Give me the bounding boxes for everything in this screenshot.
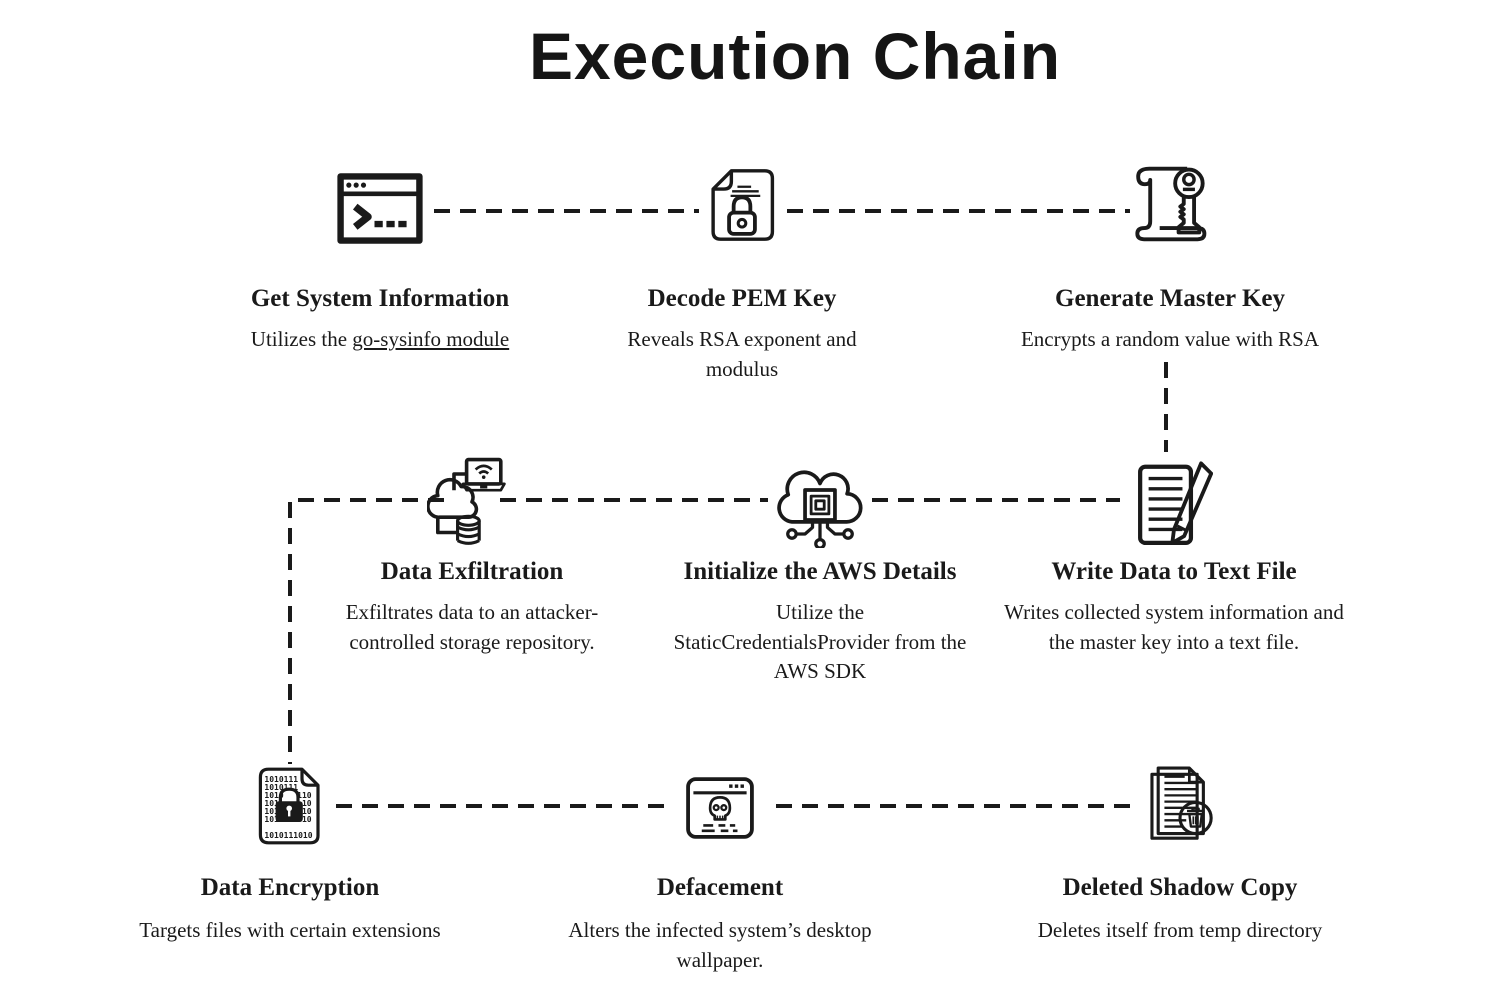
step-description: Utilize the StaticCredentialsProvider fr… bbox=[640, 598, 1000, 687]
step-title: Write Data to Text File bbox=[1051, 558, 1297, 585]
icon-box bbox=[984, 452, 1364, 548]
step-description: Deletes itself from temp directory bbox=[990, 916, 1370, 946]
desc-line: Reveals RSA exponent and bbox=[627, 327, 857, 351]
binary-document-lock-icon: 1010111 1010111 1010 110 101 10 101 10 1… bbox=[258, 767, 320, 845]
step-generate-master-key: Generate Master Key Encrypts a random va… bbox=[990, 161, 1350, 355]
terminal-icon bbox=[337, 173, 423, 244]
desc-line: wallpaper. bbox=[676, 947, 764, 972]
step-title: Defacement bbox=[656, 874, 784, 901]
desc-line: AWS SDK bbox=[773, 659, 867, 683]
cloud-chip-icon bbox=[777, 470, 863, 548]
icon-box bbox=[540, 762, 900, 846]
step-title: Data Exfiltration bbox=[380, 558, 564, 585]
icon-box bbox=[302, 452, 642, 548]
notepad-pencil-icon bbox=[1138, 461, 1213, 546]
binary-row: 101 bbox=[264, 807, 279, 816]
desc-line: Deletes itself from temp directory bbox=[1037, 918, 1323, 942]
binary-row: 10 bbox=[302, 799, 312, 808]
step-title: Deleted Shadow Copy bbox=[1062, 874, 1298, 901]
documents-trash-icon bbox=[1150, 766, 1213, 840]
step-description: Exfiltrates data to an attacker- control… bbox=[302, 598, 642, 657]
desc-line: Encrypts a random value with RSA bbox=[1020, 327, 1320, 351]
icon-box bbox=[640, 452, 1000, 548]
step-initialize-aws-details: Initialize the AWS Details Utilize the S… bbox=[640, 452, 1000, 687]
step-description: Writes collected system information and … bbox=[984, 598, 1364, 657]
binary-row: 110 bbox=[297, 791, 312, 800]
step-get-system-information: Get System Information Utilizes the go-s… bbox=[200, 161, 560, 355]
step-data-exfiltration: Data Exfiltration Exfiltrates data to an… bbox=[302, 452, 642, 657]
icon-box bbox=[200, 161, 560, 247]
desc-line: Alters the infected system’s desktop bbox=[568, 918, 872, 942]
step-title: Decode PEM Key bbox=[647, 285, 837, 312]
step-decode-pem-key: Decode PEM Key Reveals RSA exponent and … bbox=[572, 161, 912, 384]
step-title: Initialize the AWS Details bbox=[683, 558, 957, 585]
step-data-encryption: 1010111 1010111 1010 110 101 10 101 10 1… bbox=[120, 762, 460, 946]
binary-row: 101 bbox=[264, 815, 279, 824]
binary-row: 101 bbox=[264, 799, 279, 808]
icon-box bbox=[572, 161, 912, 247]
desc-line: modulus bbox=[705, 356, 779, 381]
step-deleted-shadow-copy: Deleted Shadow Copy Deletes itself from … bbox=[990, 762, 1370, 946]
binary-row: 10 bbox=[302, 807, 312, 816]
icon-box: 1010111 1010111 1010 110 101 10 101 10 1… bbox=[120, 762, 460, 846]
locked-document-icon bbox=[711, 169, 775, 241]
icon-box bbox=[990, 161, 1350, 247]
binary-row: 1010 bbox=[264, 791, 283, 800]
cloud-laptop-database-icon bbox=[427, 457, 506, 545]
binary-row: 1010111 bbox=[264, 783, 298, 792]
step-write-data-to-text-file: Write Data to Text File Writes collected… bbox=[984, 452, 1364, 657]
step-title: Generate Master Key bbox=[1055, 285, 1285, 312]
page-title: Execution Chain bbox=[528, 19, 1062, 93]
step-description: Targets files with certain extensions bbox=[120, 916, 460, 946]
step-description: Encrypts a random value with RSA bbox=[990, 325, 1350, 355]
go-sysinfo-link[interactable]: go-sysinfo module bbox=[352, 327, 510, 351]
browser-skull-icon bbox=[686, 777, 754, 839]
binary-row: 10 bbox=[302, 815, 312, 824]
desc-line: Utilize the bbox=[775, 600, 865, 624]
desc-line: Writes collected system information and bbox=[1004, 600, 1344, 624]
scroll-with-key-icon bbox=[1135, 166, 1207, 242]
binary-row: 1010111010 bbox=[264, 831, 312, 840]
desc-line: Targets files with certain extensions bbox=[139, 918, 441, 942]
desc-line: the master key into a text file. bbox=[1048, 629, 1300, 654]
step-description: Alters the infected system’s desktop wal… bbox=[540, 916, 900, 975]
desc-text: Utilizes the bbox=[250, 327, 353, 351]
step-description: Utilizes the go-sysinfo module bbox=[200, 325, 560, 355]
step-description: Reveals RSA exponent and modulus bbox=[572, 325, 912, 384]
desc-line: StaticCredentialsProvider from the bbox=[673, 629, 967, 654]
binary-row: 1010111 bbox=[264, 775, 298, 784]
desc-line: controlled storage repository. bbox=[349, 629, 595, 654]
icon-box bbox=[990, 762, 1370, 846]
step-title: Data Encryption bbox=[200, 874, 380, 901]
step-defacement: Defacement Alters the infected system’s … bbox=[540, 762, 900, 975]
desc-line: Exfiltrates data to an attacker- bbox=[345, 600, 599, 624]
step-title: Get System Information bbox=[250, 285, 510, 312]
